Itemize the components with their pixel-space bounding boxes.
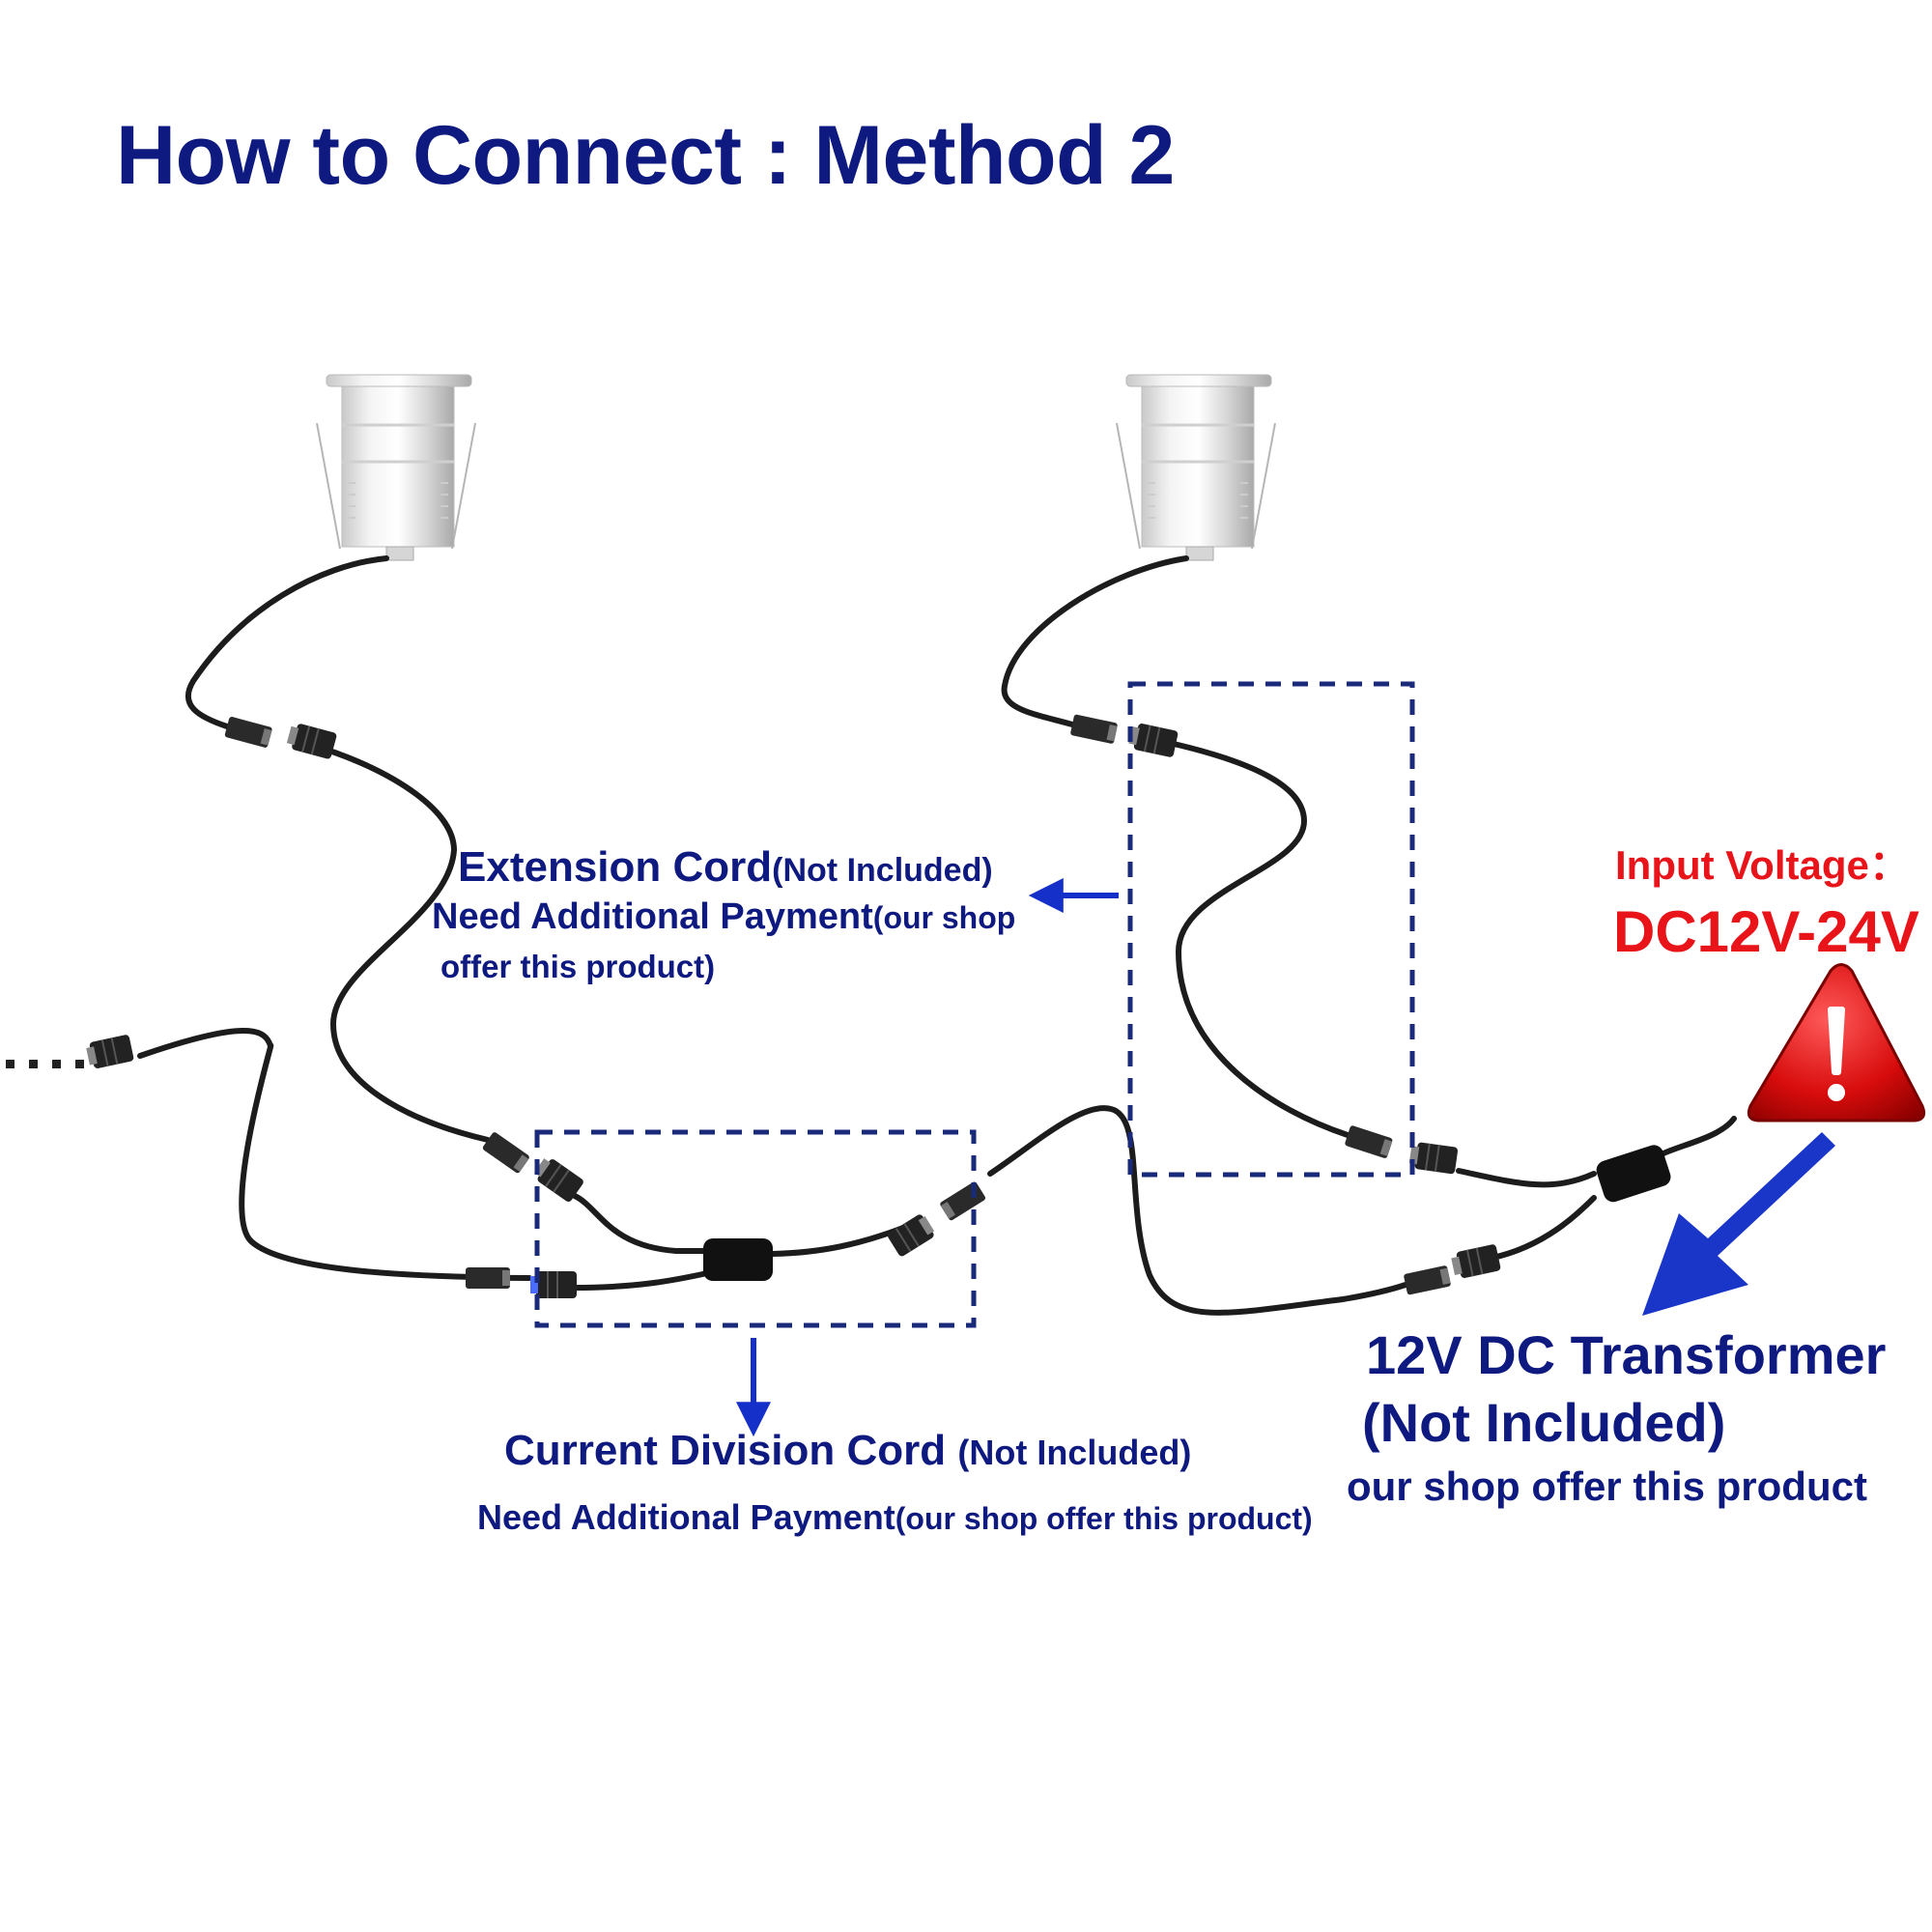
division-cord-highlight bbox=[534, 1129, 977, 1328]
extension-cord-label: Extension Cord(Not Included) bbox=[458, 843, 993, 892]
division-cord-label: Current Division Cord (Not Included) bbox=[504, 1427, 1191, 1475]
cables bbox=[137, 555, 1737, 1316]
extension-cord-shop-note-b: offer this product) bbox=[440, 949, 716, 984]
cable-power-in bbox=[1659, 1116, 1737, 1157]
division-cord-payment: Need Additional Payment bbox=[477, 1497, 895, 1537]
division-cord-not-included: (Not Included) bbox=[957, 1433, 1192, 1472]
led-light-left bbox=[316, 374, 476, 561]
division-cord-shop-note: (our shop offer this product) bbox=[895, 1501, 1313, 1536]
transformer-arrow bbox=[1642, 1132, 1835, 1316]
led-light-right bbox=[1116, 374, 1276, 561]
cable-trunk-left bbox=[137, 1028, 532, 1281]
cable-extension-right bbox=[1171, 741, 1350, 1138]
extension-cord-shop-note-a: (our shop bbox=[872, 900, 1016, 935]
input-voltage-value: DC12V-24V bbox=[1613, 899, 1919, 964]
transformer-name: 12V DC Transformer bbox=[1366, 1324, 1887, 1385]
extension-cord-not-included: (Not Included) bbox=[772, 852, 993, 889]
transformer-not-included: (Not Included) bbox=[1362, 1392, 1726, 1453]
extension-cord-payment-line: Need Additional Payment(our shop bbox=[432, 896, 1015, 938]
cable-light-left bbox=[185, 555, 389, 729]
extension-cord-name: Extension Cord bbox=[458, 843, 773, 891]
cable-long-trunk bbox=[987, 1105, 1408, 1316]
transformer-splitter bbox=[1596, 1145, 1671, 1203]
cable-split-b bbox=[572, 1270, 710, 1291]
continuation-dots bbox=[6, 1060, 84, 1068]
connectors bbox=[86, 714, 1501, 1298]
warning-icon bbox=[1747, 963, 1926, 1122]
division-cord-name: Current Division Cord bbox=[504, 1427, 947, 1474]
cable-transformer-a bbox=[1456, 1168, 1597, 1188]
extension-cord-payment: Need Additional Payment bbox=[432, 896, 873, 937]
cable-transformer-b bbox=[1490, 1195, 1597, 1261]
cable-light-right bbox=[1001, 555, 1189, 727]
extension-cord-highlight bbox=[1127, 681, 1415, 1178]
page-title: How to Connect : Method 2 bbox=[116, 109, 1175, 202]
cable-extension-left bbox=[321, 746, 491, 1143]
division-cord-payment-line: Need Additional Payment(our shop offer t… bbox=[477, 1497, 1313, 1538]
transformer-shop-note: our shop offer this product bbox=[1347, 1463, 1867, 1509]
input-voltage-label: Input Voltage： bbox=[1615, 842, 1910, 888]
cable-split-a bbox=[572, 1193, 710, 1254]
current-division-splitter bbox=[703, 1238, 773, 1281]
